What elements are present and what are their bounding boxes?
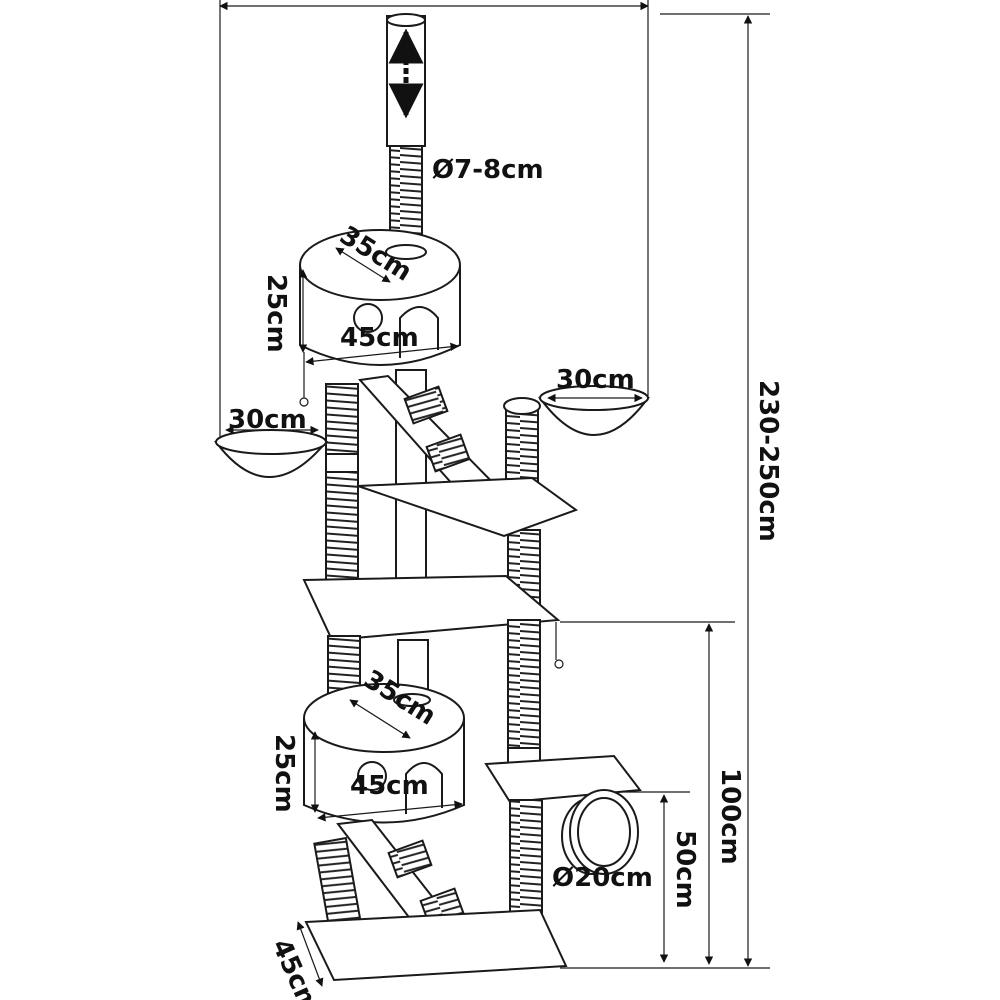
tunnel-height-dimension: 50cm bbox=[612, 791, 700, 963]
left-bowl: 30cm bbox=[214, 405, 329, 478]
right-bowl: 30cm bbox=[538, 365, 650, 436]
tunnel: Ø20cm bbox=[552, 789, 653, 893]
lower-house-height-label: 25cm bbox=[269, 734, 299, 813]
top-house-height-label: 25cm bbox=[261, 274, 291, 353]
middle-platform bbox=[302, 574, 564, 669]
top-house-width-label: 45cm bbox=[340, 323, 419, 353]
post-diameter-label: Ø7-8cm bbox=[432, 155, 544, 185]
total-height-dimension: 230-250cm bbox=[560, 13, 783, 969]
tunnel-diameter-label: Ø20cm bbox=[552, 863, 653, 893]
lower-house-width-label: 45cm bbox=[350, 771, 429, 801]
tunnel-height-label: 50cm bbox=[670, 830, 700, 909]
total-height-label: 230-250cm bbox=[753, 380, 783, 542]
lower-section-height-label: 100cm bbox=[715, 768, 745, 865]
left-bowl-label: 30cm bbox=[228, 405, 307, 435]
right-bowl-label: 30cm bbox=[556, 365, 635, 395]
lower-height-dimension: 100cm bbox=[560, 621, 745, 965]
upper-platform bbox=[357, 476, 579, 538]
ceiling-post bbox=[386, 13, 426, 259]
base-platform: 45cm bbox=[266, 908, 568, 1000]
top-width-dimension bbox=[219, 0, 649, 440]
